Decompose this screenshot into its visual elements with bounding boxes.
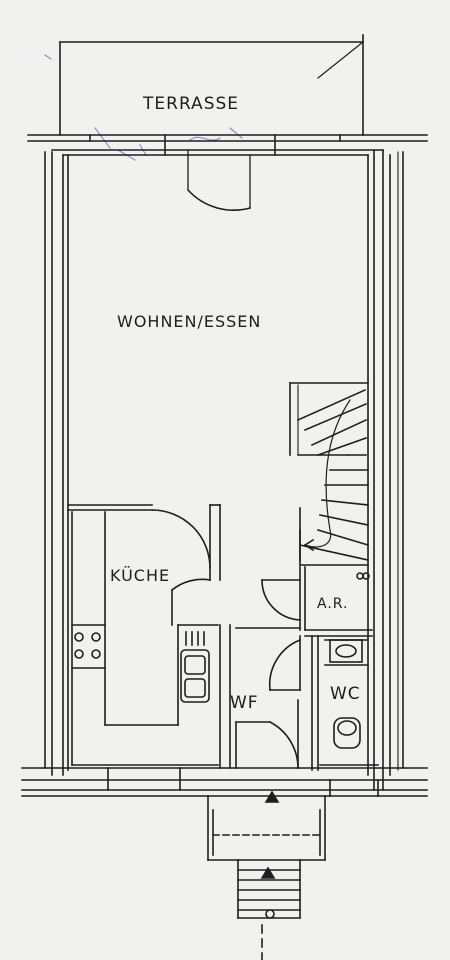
room-label-windfang: WF — [230, 693, 259, 713]
kitchen-door — [151, 509, 211, 626]
staircase — [289, 382, 369, 566]
terrace-wall — [27, 134, 428, 156]
kitchen-counter — [71, 511, 219, 766]
far-right-wall — [397, 151, 404, 771]
room-label-terrasse: TERRASSE — [143, 94, 240, 114]
entrance-steps — [207, 795, 326, 960]
room-label-abstellraum: A.R. — [317, 596, 349, 612]
room-label-kueche: KÜCHE — [110, 566, 171, 585]
left-walls — [44, 151, 69, 776]
storage-room — [261, 566, 373, 637]
room-label-wohnen-essen: WOHNEN/ESSEN — [117, 312, 262, 331]
room-label-wc: WC — [330, 684, 361, 704]
bottom-wall — [21, 767, 428, 797]
sink-icon — [180, 631, 210, 703]
entrance-door — [235, 699, 299, 769]
entry-arrows — [260, 790, 280, 879]
terrace-outline — [59, 34, 364, 136]
right-walls — [367, 149, 391, 791]
wc-fixtures — [319, 639, 379, 766]
windfang-walls — [235, 627, 319, 771]
stove-icon — [74, 632, 101, 659]
terrace-door — [186, 149, 251, 211]
